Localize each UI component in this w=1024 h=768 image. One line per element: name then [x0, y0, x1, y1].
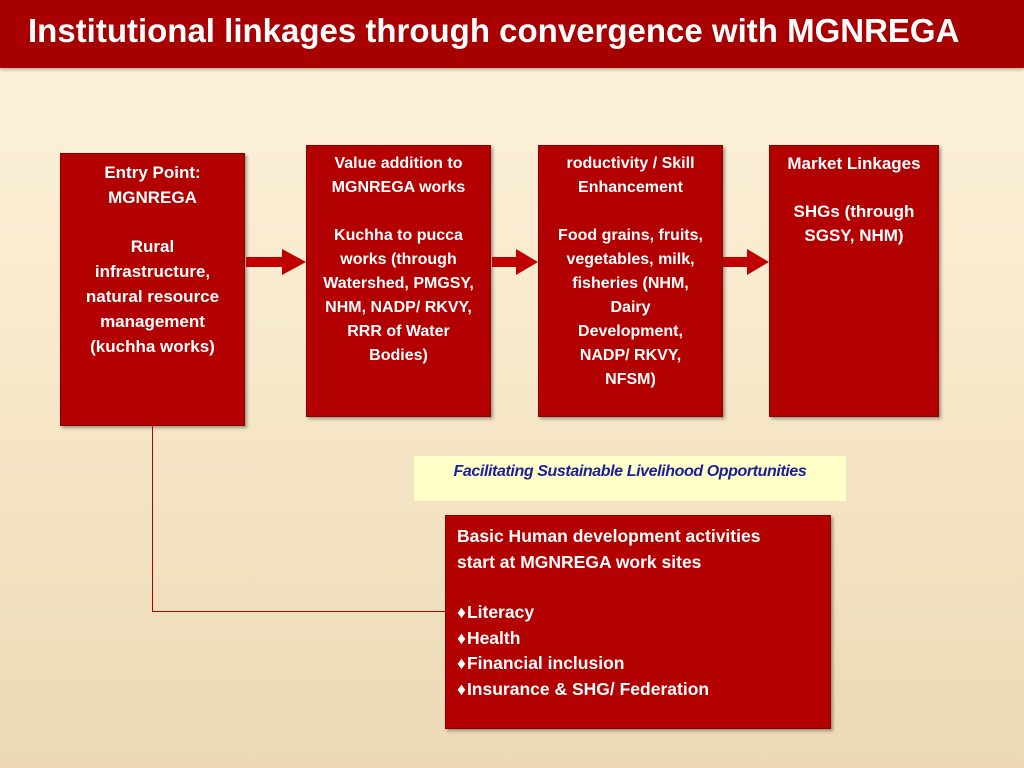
basic-development-box: Basic Human development activities start…	[445, 515, 831, 729]
productivity-body-line-6: NADP/ RKVY,	[579, 347, 682, 364]
connector-line-horizontal	[152, 611, 446, 612]
entry-body-line-3: natural resource	[85, 287, 220, 306]
value-body-line-1: Kuchha to pucca	[334, 227, 463, 244]
entry-body-line-2: infrastructure,	[94, 262, 211, 281]
entry-body-line-1: Rural	[130, 237, 175, 256]
diamond-bullet-icon: ♦	[457, 627, 466, 648]
diamond-bullet-icon: ♦	[457, 602, 466, 622]
list-item-label: Insurance & SHG/ Federation	[466, 678, 710, 699]
value-heading-line-1: Value addition to	[334, 155, 463, 172]
list-item: ♦Financial inclusion	[457, 651, 820, 677]
value-addition-box: Value addition to MGNREGA works Kuchha t…	[306, 145, 491, 417]
diamond-bullet-icon: ♦	[457, 678, 466, 699]
value-body-line-4: NHM, NADP/ RKVY,	[325, 299, 472, 316]
list-item: ♦Insurance & SHG/ Federation	[457, 677, 820, 703]
productivity-body-line-3: fisheries (NHM,	[572, 275, 689, 292]
slide-title: Institutional linkages through convergen…	[28, 12, 960, 49]
productivity-body-line-5: Development,	[578, 323, 683, 340]
arrow-right-icon	[492, 249, 538, 275]
productivity-body-line-4: Dairy	[610, 299, 651, 316]
basic-heading-line-1: Basic Human development activities	[457, 526, 761, 546]
value-body-line-2: works (through	[340, 251, 457, 268]
value-heading-line-2: MGNREGA works	[331, 179, 466, 196]
value-body-line-6: Bodies)	[369, 347, 428, 364]
list-item-label: Financial inclusion	[466, 653, 625, 673]
entry-body-line-4: management	[100, 312, 205, 331]
arrow-right-icon	[723, 249, 769, 275]
diamond-bullet-icon: ♦	[457, 653, 466, 673]
productivity-body-line-1: Food grains, fruits,	[558, 227, 703, 244]
productivity-body-line-2: vegetables, milk,	[566, 251, 695, 268]
list-item: ♦Health	[457, 626, 820, 652]
livelihood-banner: Facilitating Sustainable Livelihood Oppo…	[414, 456, 846, 501]
arrow-right-icon	[246, 249, 306, 275]
entry-point-box: Entry Point: MGNREGA Rural infrastructur…	[60, 153, 245, 426]
entry-heading-line-2: MGNREGA	[108, 188, 197, 207]
title-bar: Institutional linkages through convergen…	[0, 0, 1024, 68]
productivity-body-line-7: NFSM)	[605, 371, 656, 388]
value-body-line-3: Watershed, PMGSY,	[323, 275, 474, 292]
list-item: ♦Literacy	[457, 600, 820, 626]
productivity-box: roductivity / Skill Enhancement Food gra…	[538, 145, 723, 417]
entry-body-line-5: (kuchha works)	[90, 337, 215, 356]
productivity-heading-line-2: Enhancement	[578, 179, 683, 196]
list-item-label: Literacy	[466, 602, 535, 622]
connector-line-vertical	[152, 426, 153, 612]
list-item-label: Health	[466, 627, 521, 648]
market-body-line-2: SGSY, NHM)	[804, 226, 904, 245]
basic-heading-line-2: start at MGNREGA work sites	[457, 551, 702, 572]
market-heading: Market Linkages	[787, 154, 921, 173]
value-body-line-5: RRR of Water	[347, 323, 450, 340]
productivity-heading-line-1: roductivity / Skill	[566, 155, 695, 172]
entry-heading-line-1: Entry Point:	[104, 163, 201, 182]
market-body-line-1: SHGs (through	[793, 202, 915, 221]
market-linkages-box: Market Linkages SHGs (through SGSY, NHM)	[769, 145, 939, 417]
